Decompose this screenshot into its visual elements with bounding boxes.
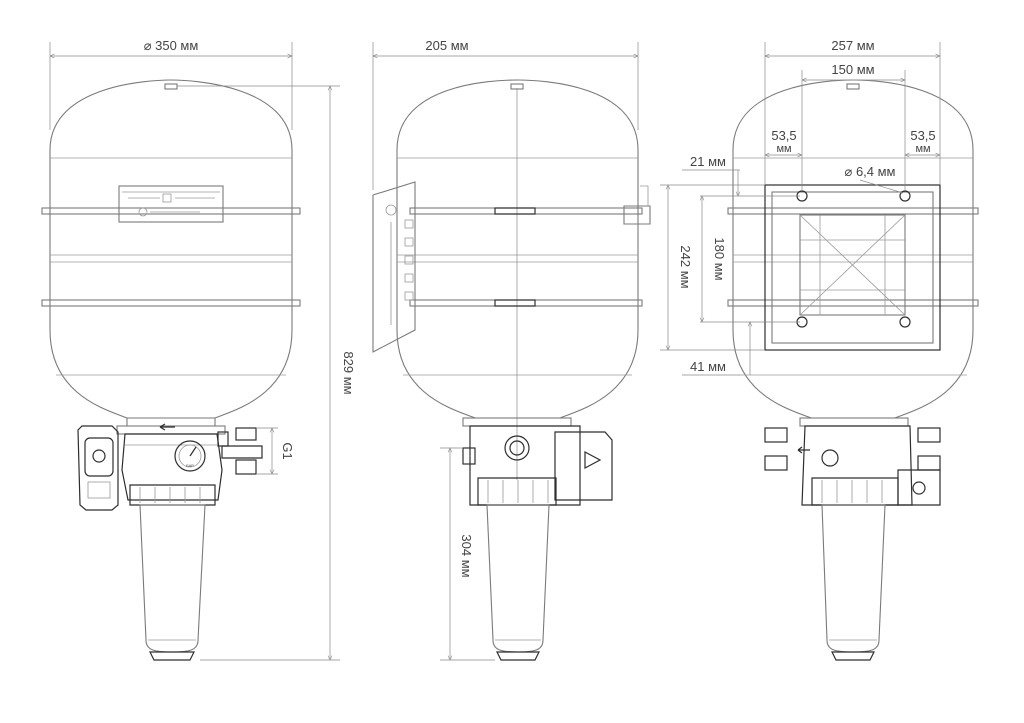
front-tank-body <box>49 79 293 419</box>
side-tank-body <box>396 79 639 419</box>
front-top-nipple <box>164 83 178 90</box>
side-depth-label: 205 мм <box>425 38 468 53</box>
rear-width-label: 257 мм <box>831 38 874 53</box>
side-strap-lower <box>409 299 643 307</box>
rear-mounting-plate <box>764 184 941 351</box>
front-dimensions: ⌀ 350 мм 829 мм G1 <box>50 38 356 660</box>
rear-top-offset-label: 21 мм <box>690 154 726 169</box>
front-view: БАР <box>41 79 301 661</box>
side-mounting-bracket <box>372 181 416 353</box>
rear-hole-spacing-v-label: 180 мм <box>712 237 727 280</box>
rear-tank-body <box>732 79 974 419</box>
rear-hole-diameter-label: ⌀ 6,4 мм <box>845 164 896 179</box>
rear-strap-upper <box>727 207 979 215</box>
rear-pump-block <box>801 425 913 506</box>
front-diameter-label: ⌀ 350 мм <box>144 38 199 53</box>
rear-dimensions: 257 мм 150 мм 53,5 мм 53,5 мм ⌀ 6,4 мм 2… <box>660 38 940 376</box>
front-label-plate <box>118 185 224 223</box>
gauge-label: БАР <box>186 463 194 468</box>
rear-side-valve <box>897 469 941 506</box>
rear-offset-left-value: 53,5 <box>771 128 796 143</box>
side-strap-buckle <box>623 205 651 225</box>
front-filter-cup <box>139 504 206 653</box>
rear-plate-inner <box>799 214 906 316</box>
rear-plate-height-label: 242 мм <box>678 245 693 288</box>
rear-hole-spacing-h-label: 150 мм <box>831 62 874 77</box>
rear-offset-right-value: 53,5 <box>910 128 935 143</box>
side-filter-height-label: 304 мм <box>459 534 474 577</box>
rear-hole-bottom-right <box>899 316 911 328</box>
side-dimensions: 205 мм 304 мм <box>373 38 638 660</box>
rear-offset-left-unit: мм <box>776 143 791 155</box>
front-left-valve <box>77 425 119 511</box>
side-view <box>372 79 651 661</box>
front-height-label: 829 мм <box>341 351 356 394</box>
rear-filter-cup <box>821 504 886 653</box>
rear-offset-right-unit: мм <box>915 143 930 155</box>
front-strap-upper <box>41 207 301 215</box>
pressure-gauge-icon <box>174 440 206 472</box>
side-pump-block <box>469 425 581 506</box>
side-control-box <box>554 431 613 501</box>
rear-view <box>727 79 979 661</box>
rear-bottom-offset-label: 41 мм <box>690 359 726 374</box>
side-filter-cup <box>486 504 550 653</box>
side-strap-upper <box>409 207 643 215</box>
front-filter-collar <box>129 484 216 506</box>
rear-hole-top-right <box>899 190 911 202</box>
front-pump-block <box>121 433 223 501</box>
front-thread-label: G1 <box>280 442 295 459</box>
front-strap-lower <box>41 299 301 307</box>
rear-strap-lower <box>727 299 979 307</box>
